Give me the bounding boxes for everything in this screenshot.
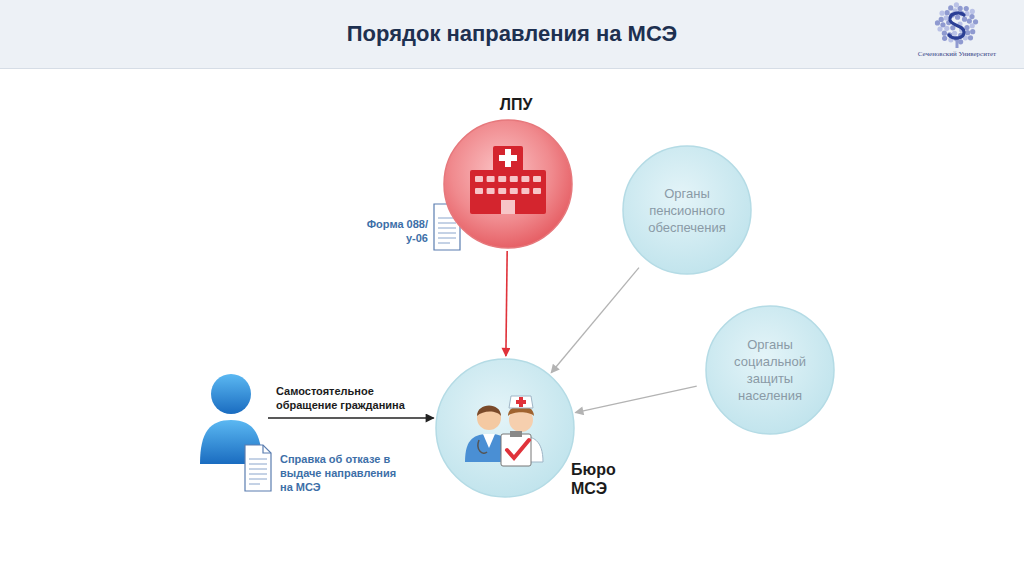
node-heading: Бюро МСЭ [571,460,623,498]
flow-arrow [268,417,434,419]
agency-circle: Органы социальной защиты населения [705,305,835,435]
note-text: Справка об отказе в выдаче направления н… [280,452,400,494]
logo-caption: Сеченовский Университет [912,50,1002,59]
edge-label: Самостоятельное обращение гражданина [274,384,428,412]
agency-circle: Органы пенсионного обеспечения [622,145,752,275]
slide-title: Порядок направления на МСЭ [0,0,1024,68]
node-text: Органы пенсионного обеспечения [639,185,735,236]
bureau-circle: Бюро МСЭ [435,358,575,498]
flow-arrow [506,251,507,356]
flow-arrow [575,386,696,413]
circle-outline [435,358,575,498]
node-text: Органы социальной защиты населения [722,336,818,404]
flow-arrow [551,268,639,373]
node-heading: ЛПУ [451,95,581,114]
university-logo [935,2,978,48]
circle-outline [705,305,835,435]
document-icon [244,444,274,492]
circle-outline [443,119,573,249]
form-label: Форма 088/у-06 [366,217,428,245]
facility-circle: ЛПУ [443,119,573,249]
header-band [0,0,1024,68]
header-rule [0,68,1024,69]
